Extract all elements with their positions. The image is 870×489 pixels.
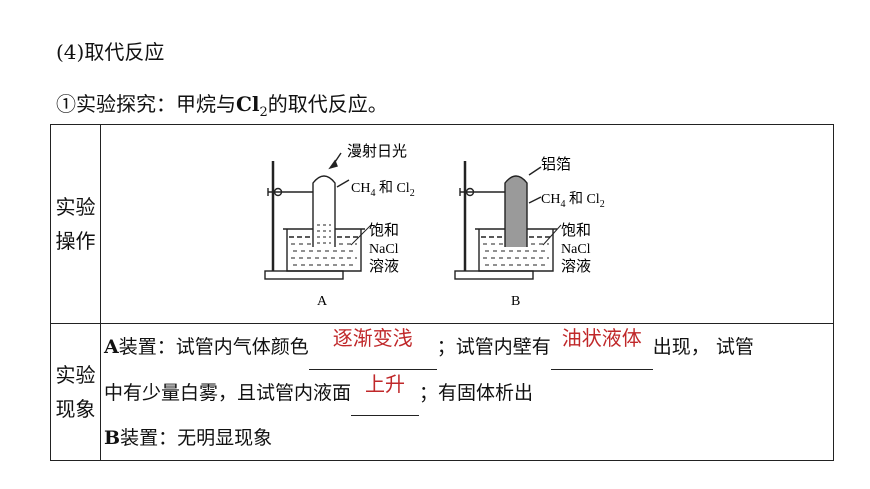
answer-1: 逐渐变浅: [332, 326, 413, 350]
sol-label-a-1: 饱和: [369, 222, 399, 239]
apparatus-b: [454, 161, 562, 280]
gas-leader-b: [528, 196, 542, 204]
answer-3: 上升: [365, 372, 406, 396]
sol-leader-b: [542, 224, 562, 246]
sub-heading-cl: Cl: [236, 92, 260, 116]
beaker-b: [478, 229, 554, 272]
phenomenon-line-2: 中有少量白雾，且试管内液面上升 ；有固体析出: [104, 370, 833, 416]
gas-label-a: CH4 和 Cl2: [351, 180, 415, 199]
beaker-a: [286, 229, 362, 272]
phenomenon-line-3: B装置：无明显现象: [104, 416, 833, 460]
test-tube-a: [312, 175, 336, 247]
phenomenon-label: 实验 现象: [50, 323, 101, 461]
caption-a: A: [317, 294, 328, 309]
sol-label-a-2: NaCl: [369, 242, 399, 257]
phenomenon-cell: A装置：试管内气体颜色 逐渐变浅 ；试管内壁有油状液体出现， 试管 中有少量白雾，且…: [100, 323, 834, 461]
test-tube-b-foil: [504, 175, 528, 247]
a-text4: 中有少量白雾，且试管内液面: [104, 382, 352, 404]
sol-label-b-2: NaCl: [561, 242, 591, 257]
sub-heading-sub: 2: [259, 105, 268, 120]
phenomenon-label-line2: 现象: [55, 397, 96, 421]
foil-leader-b: [528, 166, 542, 176]
a-text3: 出现， 试管: [652, 336, 754, 358]
stand-base-b: [454, 270, 534, 280]
sol-label-b-1: 饱和: [561, 222, 591, 239]
apparatus-a: [264, 152, 372, 280]
b-text: 装置：无明显现象: [120, 427, 273, 449]
gas-leader-a: [336, 179, 350, 188]
answer-blank-2: 油状液体: [550, 324, 653, 370]
light-label-a: 漫射日光: [347, 143, 407, 160]
answer-2: 油状液体: [561, 326, 642, 350]
apparatus-diagram: 漫射日光 CH4 和 Cl2 饱和 NaCl 溶液 A: [264, 143, 605, 309]
sub-heading-suffix: 的取代反应。: [267, 92, 388, 116]
stand-base-a: [264, 270, 344, 280]
caption-b: B: [511, 294, 520, 309]
phenomenon-label-line1: 实验: [55, 363, 96, 387]
tube-liquid-a: [317, 224, 331, 244]
apparatus-a-label: A: [104, 336, 119, 358]
sol-label-b-3: 溶液: [561, 258, 591, 275]
operation-label-line1: 实验: [55, 195, 96, 219]
sub-heading: ①实验探究：甲烷与Cl2的取代反应。: [56, 88, 388, 120]
experiment-table: 实验 操作: [50, 124, 834, 461]
answer-blank-3: 上升: [351, 370, 420, 416]
apparatus-diagram-cell: 漫射日光 CH4 和 Cl2 饱和 NaCl 溶液 A: [100, 124, 834, 324]
operation-label-line2: 操作: [55, 229, 96, 253]
sol-label-a-3: 溶液: [369, 258, 399, 275]
sol-leader-a: [350, 224, 372, 246]
section-heading: (4)取代反应: [56, 40, 165, 64]
a-text1: 装置：试管内气体颜色: [118, 336, 309, 358]
foil-label-b: 铝箔: [541, 156, 571, 173]
answer-blank-1: 逐渐变浅: [308, 324, 437, 370]
a-text5: ；有固体析出: [419, 382, 534, 404]
apparatus-b-label: B: [104, 427, 121, 449]
gas-label-b: CH4 和 Cl2: [541, 191, 605, 210]
light-arrow-head-a: [328, 159, 338, 170]
liquid-b: [483, 243, 549, 266]
operation-label: 实验 操作: [50, 124, 101, 324]
a-text2: ；试管内壁有: [436, 336, 551, 358]
sub-heading-prefix: ①实验探究：甲烷与: [56, 92, 236, 116]
liquid-a: [291, 243, 357, 266]
phenomenon-line-1: A装置：试管内气体颜色 逐渐变浅 ；试管内壁有油状液体出现， 试管: [104, 324, 833, 370]
